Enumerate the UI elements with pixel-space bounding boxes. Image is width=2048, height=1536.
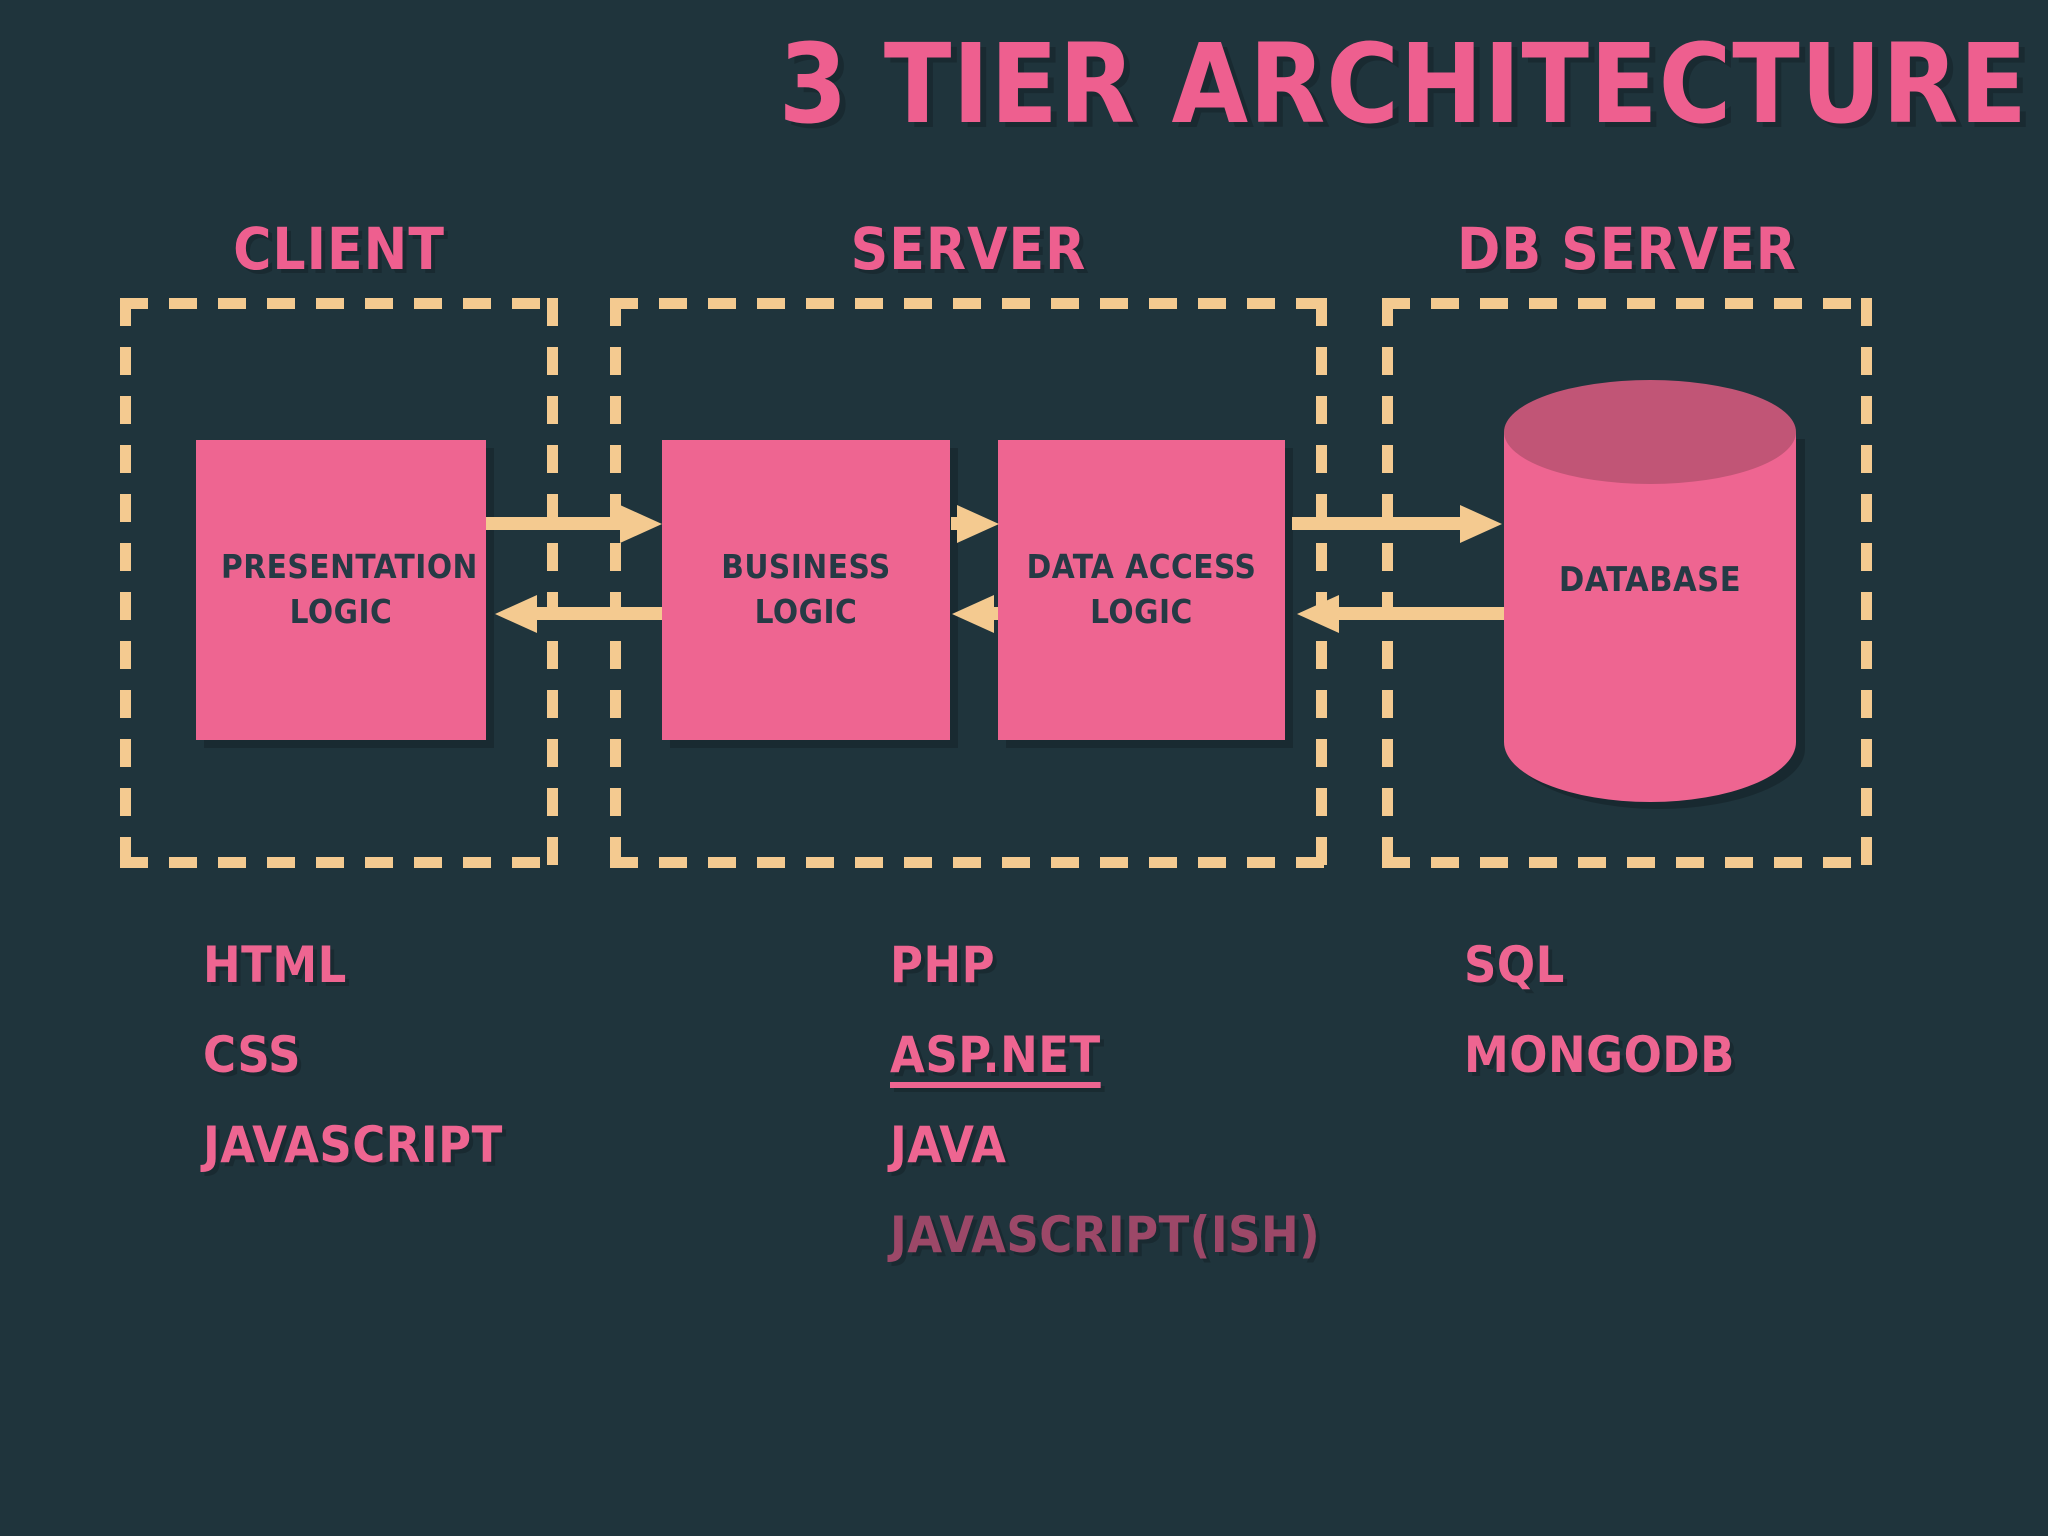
arrow-database-to-data-access-icon bbox=[1339, 607, 1504, 620]
list-item: HTML bbox=[203, 936, 347, 994]
presentation-logic-label: PRESENTATION LOGIC bbox=[221, 547, 478, 631]
arrow-data-access-to-business-icon bbox=[994, 607, 998, 620]
server-tech-list: PHP ASP.NET JAVA JAVASCRIPT(ISH) bbox=[890, 920, 1320, 1280]
list-item: ASP.NET bbox=[890, 1026, 1101, 1084]
list-item: JAVA bbox=[890, 1116, 1007, 1174]
client-tech-list: HTML CSS JAVASCRIPT bbox=[203, 920, 503, 1190]
tier-label-db-server: DB SERVER bbox=[1457, 215, 1797, 283]
arrow-data-access-to-database-icon bbox=[1292, 517, 1460, 530]
db-tech-list: SQL MONGODB bbox=[1464, 920, 1735, 1100]
business-logic-box: BUSINESS LOGIC bbox=[662, 440, 950, 740]
list-item: PHP bbox=[890, 936, 996, 994]
list-item: CSS bbox=[203, 1026, 301, 1084]
list-item: JAVASCRIPT bbox=[203, 1116, 503, 1174]
data-access-logic-label: DATA ACCESS LOGIC bbox=[1026, 547, 1257, 631]
data-access-logic-box: DATA ACCESS LOGIC bbox=[998, 440, 1285, 740]
database-label: DATABASE bbox=[1558, 560, 1742, 600]
database-cylinder bbox=[1504, 432, 1796, 802]
database-cylinder-top bbox=[1504, 380, 1796, 484]
arrow-business-to-data-access-icon bbox=[951, 517, 957, 530]
tier-label-client: CLIENT bbox=[233, 215, 445, 283]
list-item: SQL bbox=[1464, 936, 1565, 994]
business-logic-label: BUSINESS LOGIC bbox=[721, 547, 891, 631]
arrow-business-to-presentation-icon bbox=[537, 607, 662, 620]
page-title: 3 TIER ARCHITECTURE bbox=[778, 20, 2028, 148]
presentation-logic-box: PRESENTATION LOGIC bbox=[196, 440, 486, 740]
tier-label-server: SERVER bbox=[850, 215, 1087, 283]
list-item: MONGODB bbox=[1464, 1026, 1735, 1084]
arrow-presentation-to-business-icon bbox=[486, 517, 620, 530]
list-item: JAVASCRIPT(ISH) bbox=[890, 1206, 1321, 1264]
